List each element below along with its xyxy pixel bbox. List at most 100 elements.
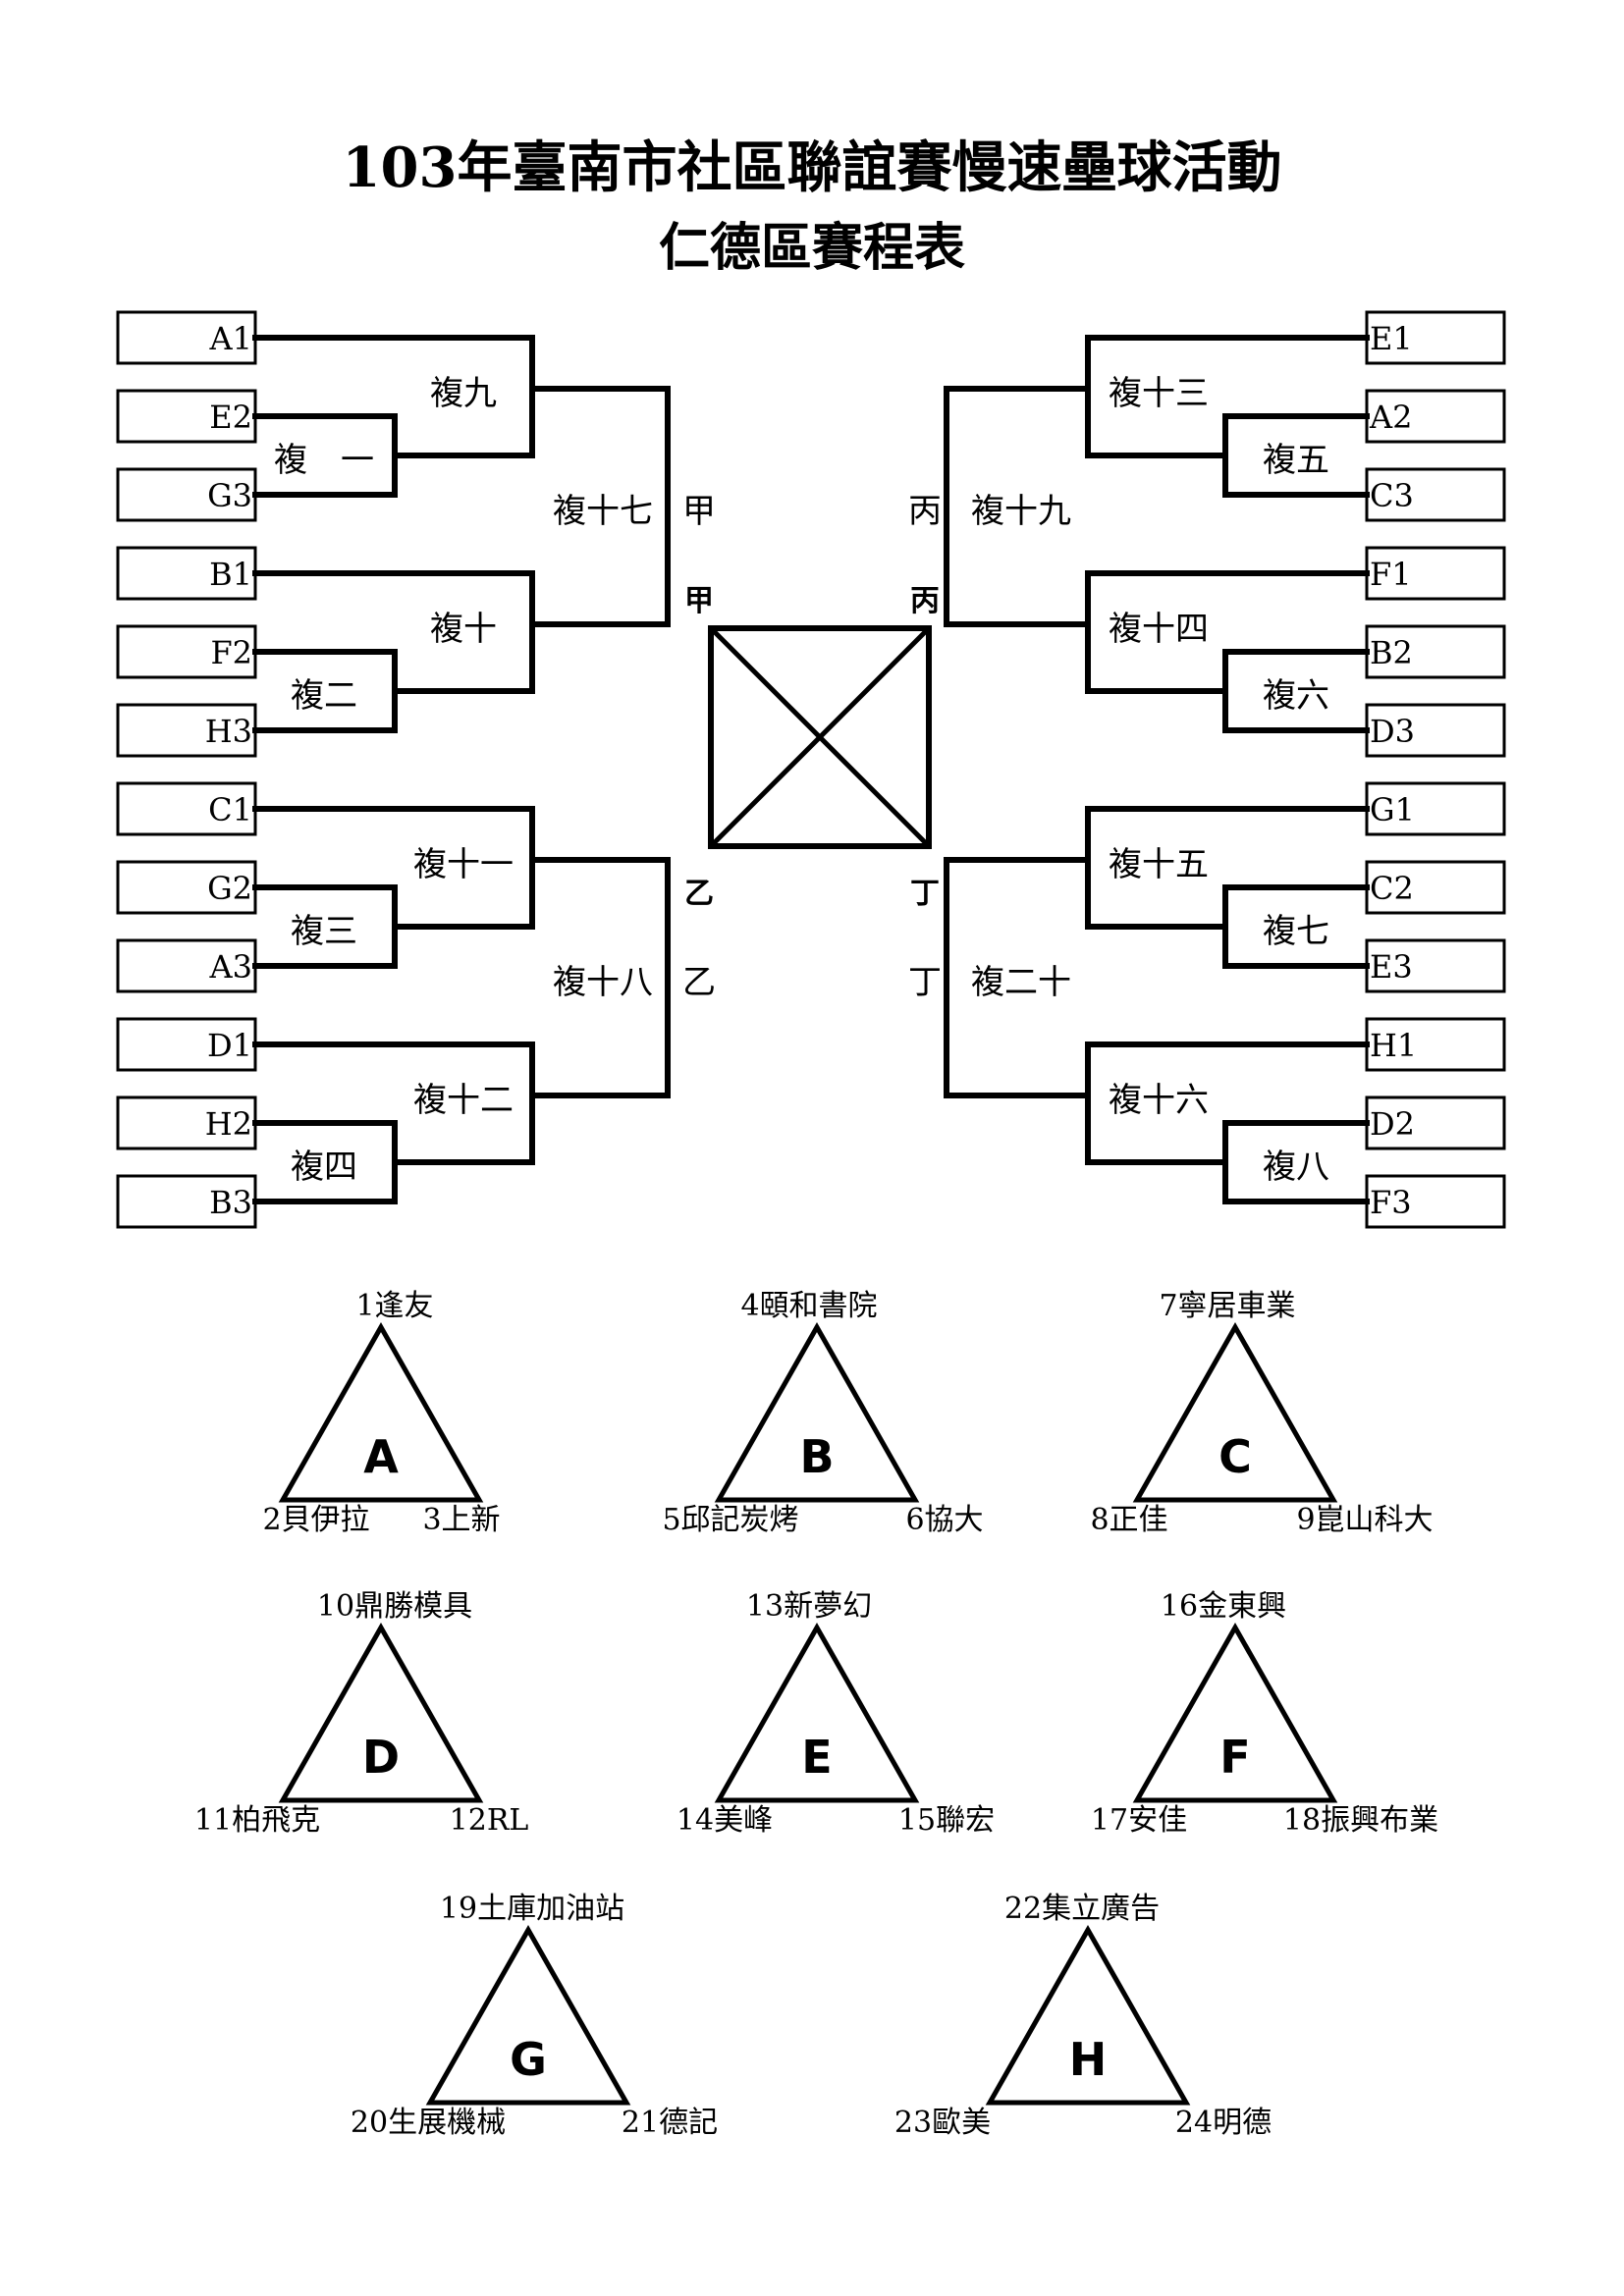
right-seed-labels: E1 A2 C3 F1 B2 D3 G1 C2 E3 H1 D2 F3 [1369,320,1417,1221]
game-label-g9: 複九 [430,374,497,413]
group-letter: C [1218,1430,1252,1483]
right-bracket-lines [944,335,1370,1204]
team-label: 12RL [450,1803,529,1838]
seed-label: D2 [1370,1105,1415,1143]
group-g: G 19土庫加油站 20生展機械 21德記 [351,1892,718,2140]
game-label-g16: 複十六 [1109,1081,1209,1120]
team-label: 17安佳 [1091,1803,1187,1838]
group-letter: A [363,1430,399,1483]
seed-slot [116,624,257,679]
group-triangle [278,1321,484,1503]
team-label: 21德記 [622,2106,718,2140]
group-h: H 22集立廣告 23歐美 24明德 [894,1892,1272,2140]
group-c: C 7寧居車業 8正佳 9崑山科大 [1090,1289,1433,1537]
seed-slot [116,310,257,365]
seed-label: G2 [207,870,252,907]
seed-slot [116,1174,257,1229]
group-letter: B [799,1430,834,1483]
group-triangle [425,1924,631,2106]
side-label-bing: 丙 [908,492,942,531]
game-label-g13: 複十三 [1109,374,1209,413]
group-d: D 10鼎勝模具 11柏飛克 12RL [194,1589,529,1838]
final-box [708,625,932,849]
team-label: 10鼎勝模具 [317,1589,472,1624]
team-label: 22集立廣告 [1004,1892,1160,1926]
game-label-g5: 複五 [1263,441,1329,480]
game-label-g4: 複四 [291,1148,357,1187]
seed-label: A3 [209,948,252,986]
seed-label: E1 [1370,320,1413,357]
team-label: 1逢友 [355,1289,433,1323]
game-label-g1: 複 一 [274,441,374,480]
seed-label: G1 [1370,791,1415,828]
page-subtitle: 仁德區賽程表 [658,218,965,278]
seed-label: F1 [1370,556,1412,593]
bracket-line-g9 [252,335,535,458]
seed-slot [116,860,257,915]
group-letter: D [362,1731,400,1784]
group-triangle [714,1622,920,1803]
seed-label: E2 [209,399,252,436]
bracket-line-g16 [1085,1041,1370,1165]
right-seed-slots [1365,310,1506,1229]
bracket-line-g13 [1085,335,1370,458]
seed-label: B1 [209,556,252,593]
group-triangle [985,1924,1191,2106]
team-label: 8正佳 [1090,1503,1167,1537]
team-label: 14美峰 [677,1803,773,1838]
seed-slot [116,938,257,993]
seed-slot [1365,938,1506,993]
seed-label: H1 [1370,1027,1417,1064]
seed-slot [1365,703,1506,758]
group-e: E 13新夢幻 14美峰 15聯宏 [677,1589,995,1838]
seed-label: B3 [209,1184,252,1221]
seed-label: G3 [207,477,252,514]
left-bracket-lines [252,335,671,1204]
team-label: 23歐美 [894,2106,991,2140]
team-label: 16金東興 [1161,1589,1286,1624]
seed-slot [1365,467,1506,522]
group-triangle [1132,1321,1338,1503]
team-label: 3上新 [422,1503,500,1537]
team-label: 11柏飛克 [194,1803,320,1838]
team-label: 2貝伊拉 [262,1503,369,1537]
game-label-g14: 複十四 [1109,610,1209,649]
game-label-g19: 複十九 [971,492,1071,531]
side-markers: 甲 甲 乙 乙 丙 丙 丁 丁 [682,492,942,1002]
side-label-ding: 丁 [908,963,942,1002]
group-triangle [1132,1622,1338,1803]
left-seed-labels: A1 E2 G3 B1 F2 H3 C1 G2 A3 D1 H2 B3 [205,320,252,1221]
team-label: 20生展機械 [351,2106,506,2140]
bracket-line-g15 [1085,806,1370,930]
game-label-g2: 複二 [291,676,357,716]
team-label: 6協大 [905,1503,983,1537]
seed-label: C2 [1370,870,1414,907]
bracket-line-g10 [252,570,535,694]
game-label-g18: 複十八 [553,963,653,1002]
game-label-g15: 複十五 [1109,845,1209,884]
game-label-g6: 複六 [1263,676,1329,716]
seed-slot [1365,860,1506,915]
group-triangle [714,1321,920,1503]
seed-label: A1 [209,320,252,357]
seed-label: B2 [1370,634,1413,671]
game-label-g12: 複十二 [413,1081,514,1120]
seed-slot [116,1017,257,1072]
group-a: A 1逢友 2貝伊拉 3上新 [262,1289,500,1537]
left-seed-slots [116,310,257,1229]
side-label-yi: 乙 [682,963,716,1002]
team-label: 19土庫加油站 [440,1892,624,1926]
team-label: 15聯宏 [898,1803,995,1838]
bracket-line-g12 [252,1041,535,1165]
team-label: 4頤和書院 [740,1289,877,1323]
group-triangle [278,1622,484,1803]
group-f: F 16金東興 17安佳 18振興布業 [1091,1589,1438,1838]
seed-slot [1365,781,1506,836]
team-label: 18振興布業 [1283,1803,1438,1838]
game-label-g7: 複七 [1263,912,1329,951]
side-label-yi-box: 乙 [684,877,714,911]
side-label-jia-box: 甲 [684,584,714,618]
team-label: 5邱記炭烤 [662,1503,798,1537]
seed-slot [116,781,257,836]
bracket-line-g18 [529,857,671,1098]
